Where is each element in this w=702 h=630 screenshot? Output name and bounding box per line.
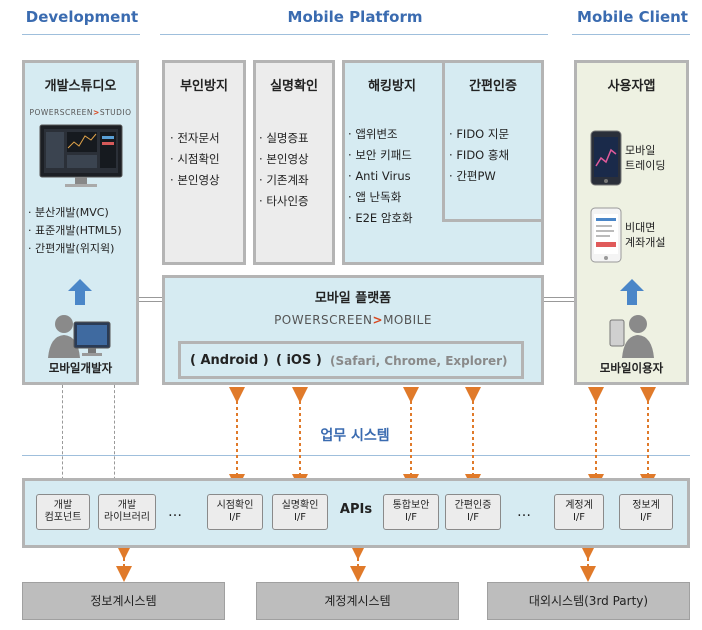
column-title: 부인방지 (180, 79, 228, 94)
phone-account-icon (590, 207, 622, 267)
column-item: 전자문서 (170, 128, 250, 149)
if-line2: I/F (228, 512, 242, 523)
header-mobile-client-line (572, 34, 690, 35)
dev-link-line (114, 385, 115, 495)
column-item: 간편PW (449, 166, 543, 187)
up-arrow-icon (68, 279, 92, 309)
dev-studio-logo: POWERSCREEN>STUDIO (29, 108, 132, 117)
os-ios: ( iOS ) (276, 353, 322, 368)
dev-bullet: 간편개발(위지윅) (28, 240, 140, 258)
column-item: 보안 키패드 (348, 145, 444, 166)
client-app1-label: 모바일 트레이딩 (625, 144, 666, 172)
if-line1: 통합보안 (392, 500, 430, 511)
ellipsis-left: … (168, 504, 182, 520)
mobile-user-label: 모바일이용자 (599, 361, 664, 375)
column-items: 전자문서 시점확인 본인영상 (170, 128, 250, 191)
column-item: E2E 암호화 (348, 208, 444, 229)
dev-studio-logo-sub: STUDIO (99, 108, 132, 117)
column-items: FIDO 지문 FIDO 홍채 간편PW (449, 124, 543, 187)
if-line2: I/F (404, 512, 418, 523)
column-item: 본인영상 (170, 170, 250, 191)
system-account: 계정계시스템 (256, 582, 459, 620)
column-item: 실명증표 (259, 128, 339, 149)
if-line1: 시점확인 (216, 500, 254, 511)
column-title: 실명확인 (270, 79, 318, 94)
connector-left (136, 297, 164, 302)
column-item: FIDO 지문 (449, 124, 543, 145)
dev-bullet: 표준개발(HTML5) (28, 222, 140, 240)
platform-title: 모바일 플랫폼 (314, 291, 392, 306)
phone-trading-icon (590, 130, 622, 190)
mobile-platform-panel (162, 275, 544, 385)
column-item: 앱위변조 (348, 124, 444, 145)
header-mobile-platform-line (160, 34, 548, 35)
os-android: ( Android ) (190, 353, 269, 368)
developer-label: 모바일개발자 (48, 361, 113, 375)
column-item: 기존계좌 (259, 170, 339, 191)
column-items: 앱위변조 보안 키패드 Anti Virus 앱 난독화 E2E 암호화 (348, 124, 444, 229)
client-title: 사용자앱 (607, 79, 656, 94)
if-line1: 개발 (53, 500, 73, 511)
column-item: FIDO 홍채 (449, 145, 543, 166)
if-line2: 컴포넌트 (44, 512, 82, 523)
platform-logo-main: POWERSCREEN (274, 313, 373, 327)
business-system-label: 업무 시스템 (320, 428, 390, 444)
dev-studio-bullets: 분산개발(MVC) 표준개발(HTML5) 간편개발(위지윅) (28, 204, 140, 258)
connector-right (544, 297, 576, 302)
os-box (178, 341, 524, 379)
if-line1: 개발 (117, 500, 137, 511)
if-line2: I/F (293, 512, 307, 523)
platform-logo-sub: MOBILE (383, 313, 432, 327)
if-line1: 정보계 (632, 500, 660, 511)
header-development: Development (25, 8, 139, 26)
column-item: Anti Virus (348, 166, 444, 187)
monitor-icon (39, 124, 123, 188)
dev-link-line (62, 385, 63, 495)
if-line1: 실명확인 (281, 500, 319, 511)
header-mobile-client: Mobile Client (577, 8, 688, 26)
system-external: 대외시스템(3rd Party) (487, 582, 690, 620)
if-line2: 라이브러리 (104, 512, 150, 523)
system-info: 정보계시스템 (22, 582, 225, 620)
column-divider-foot (442, 219, 541, 222)
if-line1: 간편인증 (454, 500, 492, 511)
client-app2-label: 비대면 계좌개설 (625, 221, 666, 249)
if-line2: I/F (572, 512, 586, 523)
platform-logo: POWERSCREEN>MOBILE (274, 313, 432, 327)
if-line2: I/F (466, 512, 480, 523)
column-item: 앱 난독화 (348, 187, 444, 208)
column-item: 본인영상 (259, 149, 339, 170)
dev-studio-title: 개발스튜디오 (44, 79, 117, 94)
column-item: 타사인증 (259, 191, 339, 212)
if-line1: 계정계 (565, 500, 593, 511)
apis-label: APIs (339, 502, 373, 517)
column-item: 시점확인 (170, 149, 250, 170)
dev-bullet: 분산개발(MVC) (28, 204, 140, 222)
column-title: 간편인증 (469, 79, 517, 94)
developer-icon (44, 312, 114, 364)
dev-studio-logo-main: POWERSCREEN (29, 108, 94, 117)
business-system-line (22, 455, 690, 456)
column-title: 해킹방지 (368, 79, 416, 94)
up-arrow-icon (620, 279, 644, 309)
column-items: 실명증표 본인영상 기존계좌 타사인증 (259, 128, 339, 212)
os-browsers: (Safari, Chrome, Explorer) (330, 354, 508, 368)
header-mobile-platform: Mobile Platform (287, 8, 423, 26)
header-development-line (22, 34, 140, 35)
ellipsis-right: … (517, 504, 531, 520)
mobile-user-icon (608, 312, 658, 364)
if-line2: I/F (639, 512, 653, 523)
